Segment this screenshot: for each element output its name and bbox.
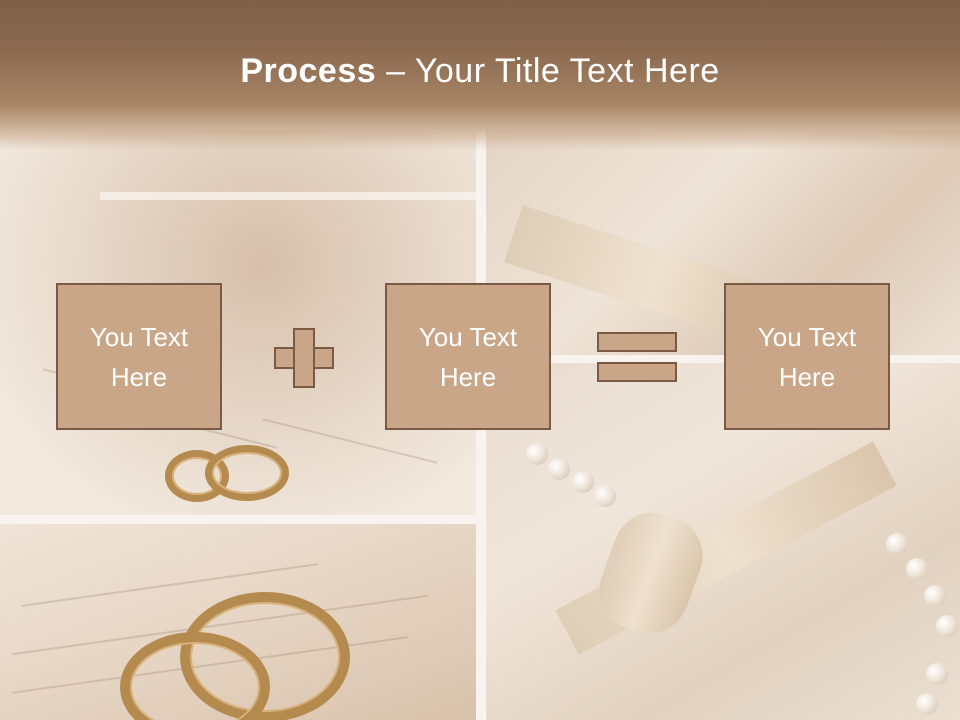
process-box-1[interactable]: You Text Here xyxy=(56,283,222,430)
title-band xyxy=(0,0,960,150)
ribbon-shape xyxy=(555,441,897,655)
pearl xyxy=(916,693,938,715)
pearl xyxy=(526,443,548,465)
ring-image xyxy=(120,632,270,720)
slide-title[interactable]: Process – Your Title Text Here xyxy=(0,52,960,91)
collage-divider xyxy=(486,355,960,363)
pearl xyxy=(572,471,594,493)
collage-divider xyxy=(0,515,476,524)
equals-icon[interactable] xyxy=(597,332,677,384)
pearl xyxy=(926,663,948,685)
process-box-3[interactable]: You Text Here xyxy=(724,283,890,430)
title-rest: Your Title Text Here xyxy=(414,52,720,90)
process-box-3-text: You Text Here xyxy=(757,321,857,392)
process-box-1-text: You Text Here xyxy=(89,321,189,392)
equals-bar-top xyxy=(597,332,677,352)
title-bold: Process xyxy=(240,52,377,90)
pearl xyxy=(936,615,958,637)
photo-letter-rings xyxy=(0,524,476,720)
plus-center xyxy=(295,349,313,367)
pearl xyxy=(548,458,570,480)
collage-divider xyxy=(100,192,476,200)
ring-image xyxy=(205,445,289,501)
process-box-2-text: You Text Here xyxy=(418,321,518,392)
pearl xyxy=(924,585,946,607)
pearl xyxy=(594,485,616,507)
pearl xyxy=(886,533,908,555)
pearl xyxy=(906,558,928,580)
title-dash: – xyxy=(376,52,415,90)
plus-icon[interactable] xyxy=(274,328,334,388)
process-box-2[interactable]: You Text Here xyxy=(385,283,551,430)
equals-bar-bottom xyxy=(597,362,677,382)
